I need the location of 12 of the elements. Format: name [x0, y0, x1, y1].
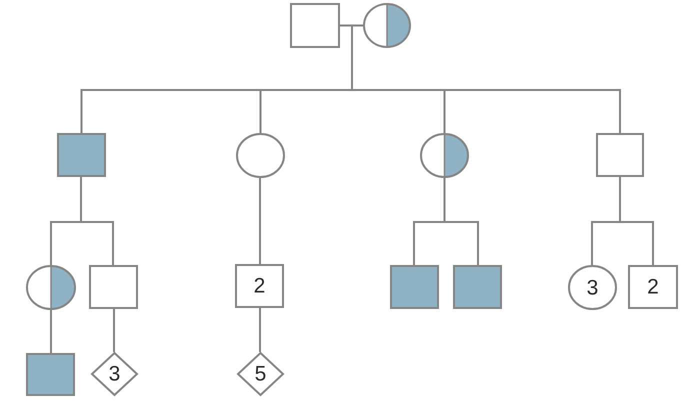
descent-line	[50, 310, 52, 353]
count-label: 3	[586, 277, 598, 298]
descent-line	[113, 309, 115, 352]
count-label: 3	[108, 364, 120, 384]
count-label: 2	[647, 276, 659, 298]
count-label: 5	[254, 364, 266, 384]
count-label: 2	[254, 276, 266, 296]
descent-line	[444, 178, 479, 265]
descent-line	[619, 177, 654, 265]
descent-line	[80, 177, 114, 265]
descent-line	[259, 178, 261, 264]
descent-line	[259, 308, 261, 352]
